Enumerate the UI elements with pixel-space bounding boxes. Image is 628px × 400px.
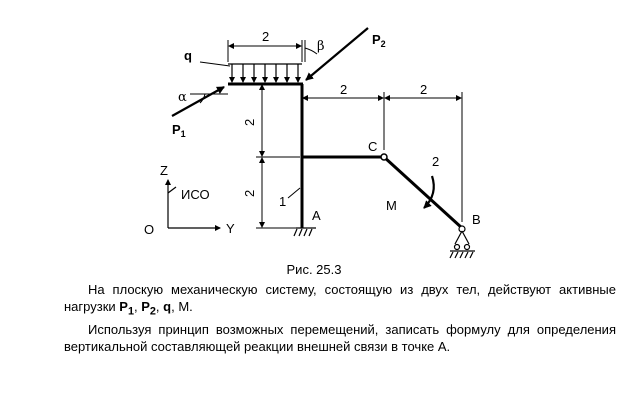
point-B-label: B xyxy=(472,212,481,227)
dim-top-right xyxy=(302,92,463,222)
p1-end: , M. xyxy=(171,299,193,314)
body2-dim-value: 2 xyxy=(432,154,439,169)
beta-arc xyxy=(304,47,318,55)
figure-caption: Рис. 25.3 xyxy=(286,262,342,277)
dim-lower-left-value: 2 xyxy=(242,190,257,197)
dim-q-width-value: 2 xyxy=(262,29,269,44)
P2-label: P2 xyxy=(372,32,386,49)
problem-paragraph-2: Используя принцип возможных перемещений,… xyxy=(64,321,616,354)
force-P2-arrow xyxy=(305,27,369,81)
p1-load-P1: P1 xyxy=(119,299,134,318)
hinge-C xyxy=(380,153,388,161)
body2-rod xyxy=(382,155,464,230)
axis-Z-label: Z xyxy=(160,163,168,178)
p1-sep1: , xyxy=(133,299,142,314)
force-P1-arrow xyxy=(171,86,225,117)
q-label: q xyxy=(184,48,192,63)
distributed-load-q xyxy=(228,63,302,83)
problem-text: На плоскую механическую систему, состоящ… xyxy=(64,281,616,355)
body1-leader xyxy=(287,187,301,199)
frame-label: ИСО xyxy=(181,187,210,202)
p1-sep2: , xyxy=(155,299,164,314)
dim-top-right-1-value: 2 xyxy=(340,82,347,97)
dim-q-width xyxy=(227,40,303,62)
point-C-label: C xyxy=(368,139,377,154)
dim-top-right-2-value: 2 xyxy=(420,82,427,97)
body1-label: 1 xyxy=(279,194,286,209)
beta-label: β xyxy=(317,39,325,54)
alpha-arc xyxy=(199,93,206,104)
point-A-label: A xyxy=(312,208,321,223)
problem-paragraph-1: На плоскую механическую систему, состоящ… xyxy=(64,281,616,321)
support-A xyxy=(293,227,316,237)
moment-M-arc xyxy=(423,175,435,209)
support-B xyxy=(449,225,475,259)
p1-text: На плоскую механическую систему, состоящ… xyxy=(64,282,616,314)
alpha-label: α xyxy=(178,90,187,105)
coord-axes xyxy=(165,179,221,231)
axis-Y-label: Y xyxy=(226,221,235,236)
dim-upper-left-value: 2 xyxy=(242,119,257,126)
p1-load-P2: P2 xyxy=(141,299,156,318)
dim-left-vertical xyxy=(256,83,300,229)
P1-label: P1 xyxy=(172,122,186,139)
mechanics-figure: q 2 β P2 α P1 2 2 2 2 C A B 2 1 M xyxy=(144,27,481,259)
p1-load-q: q xyxy=(163,299,172,314)
q-leader xyxy=(199,61,231,67)
moment-M-label: M xyxy=(386,198,397,213)
axis-O-label: O xyxy=(144,222,154,237)
